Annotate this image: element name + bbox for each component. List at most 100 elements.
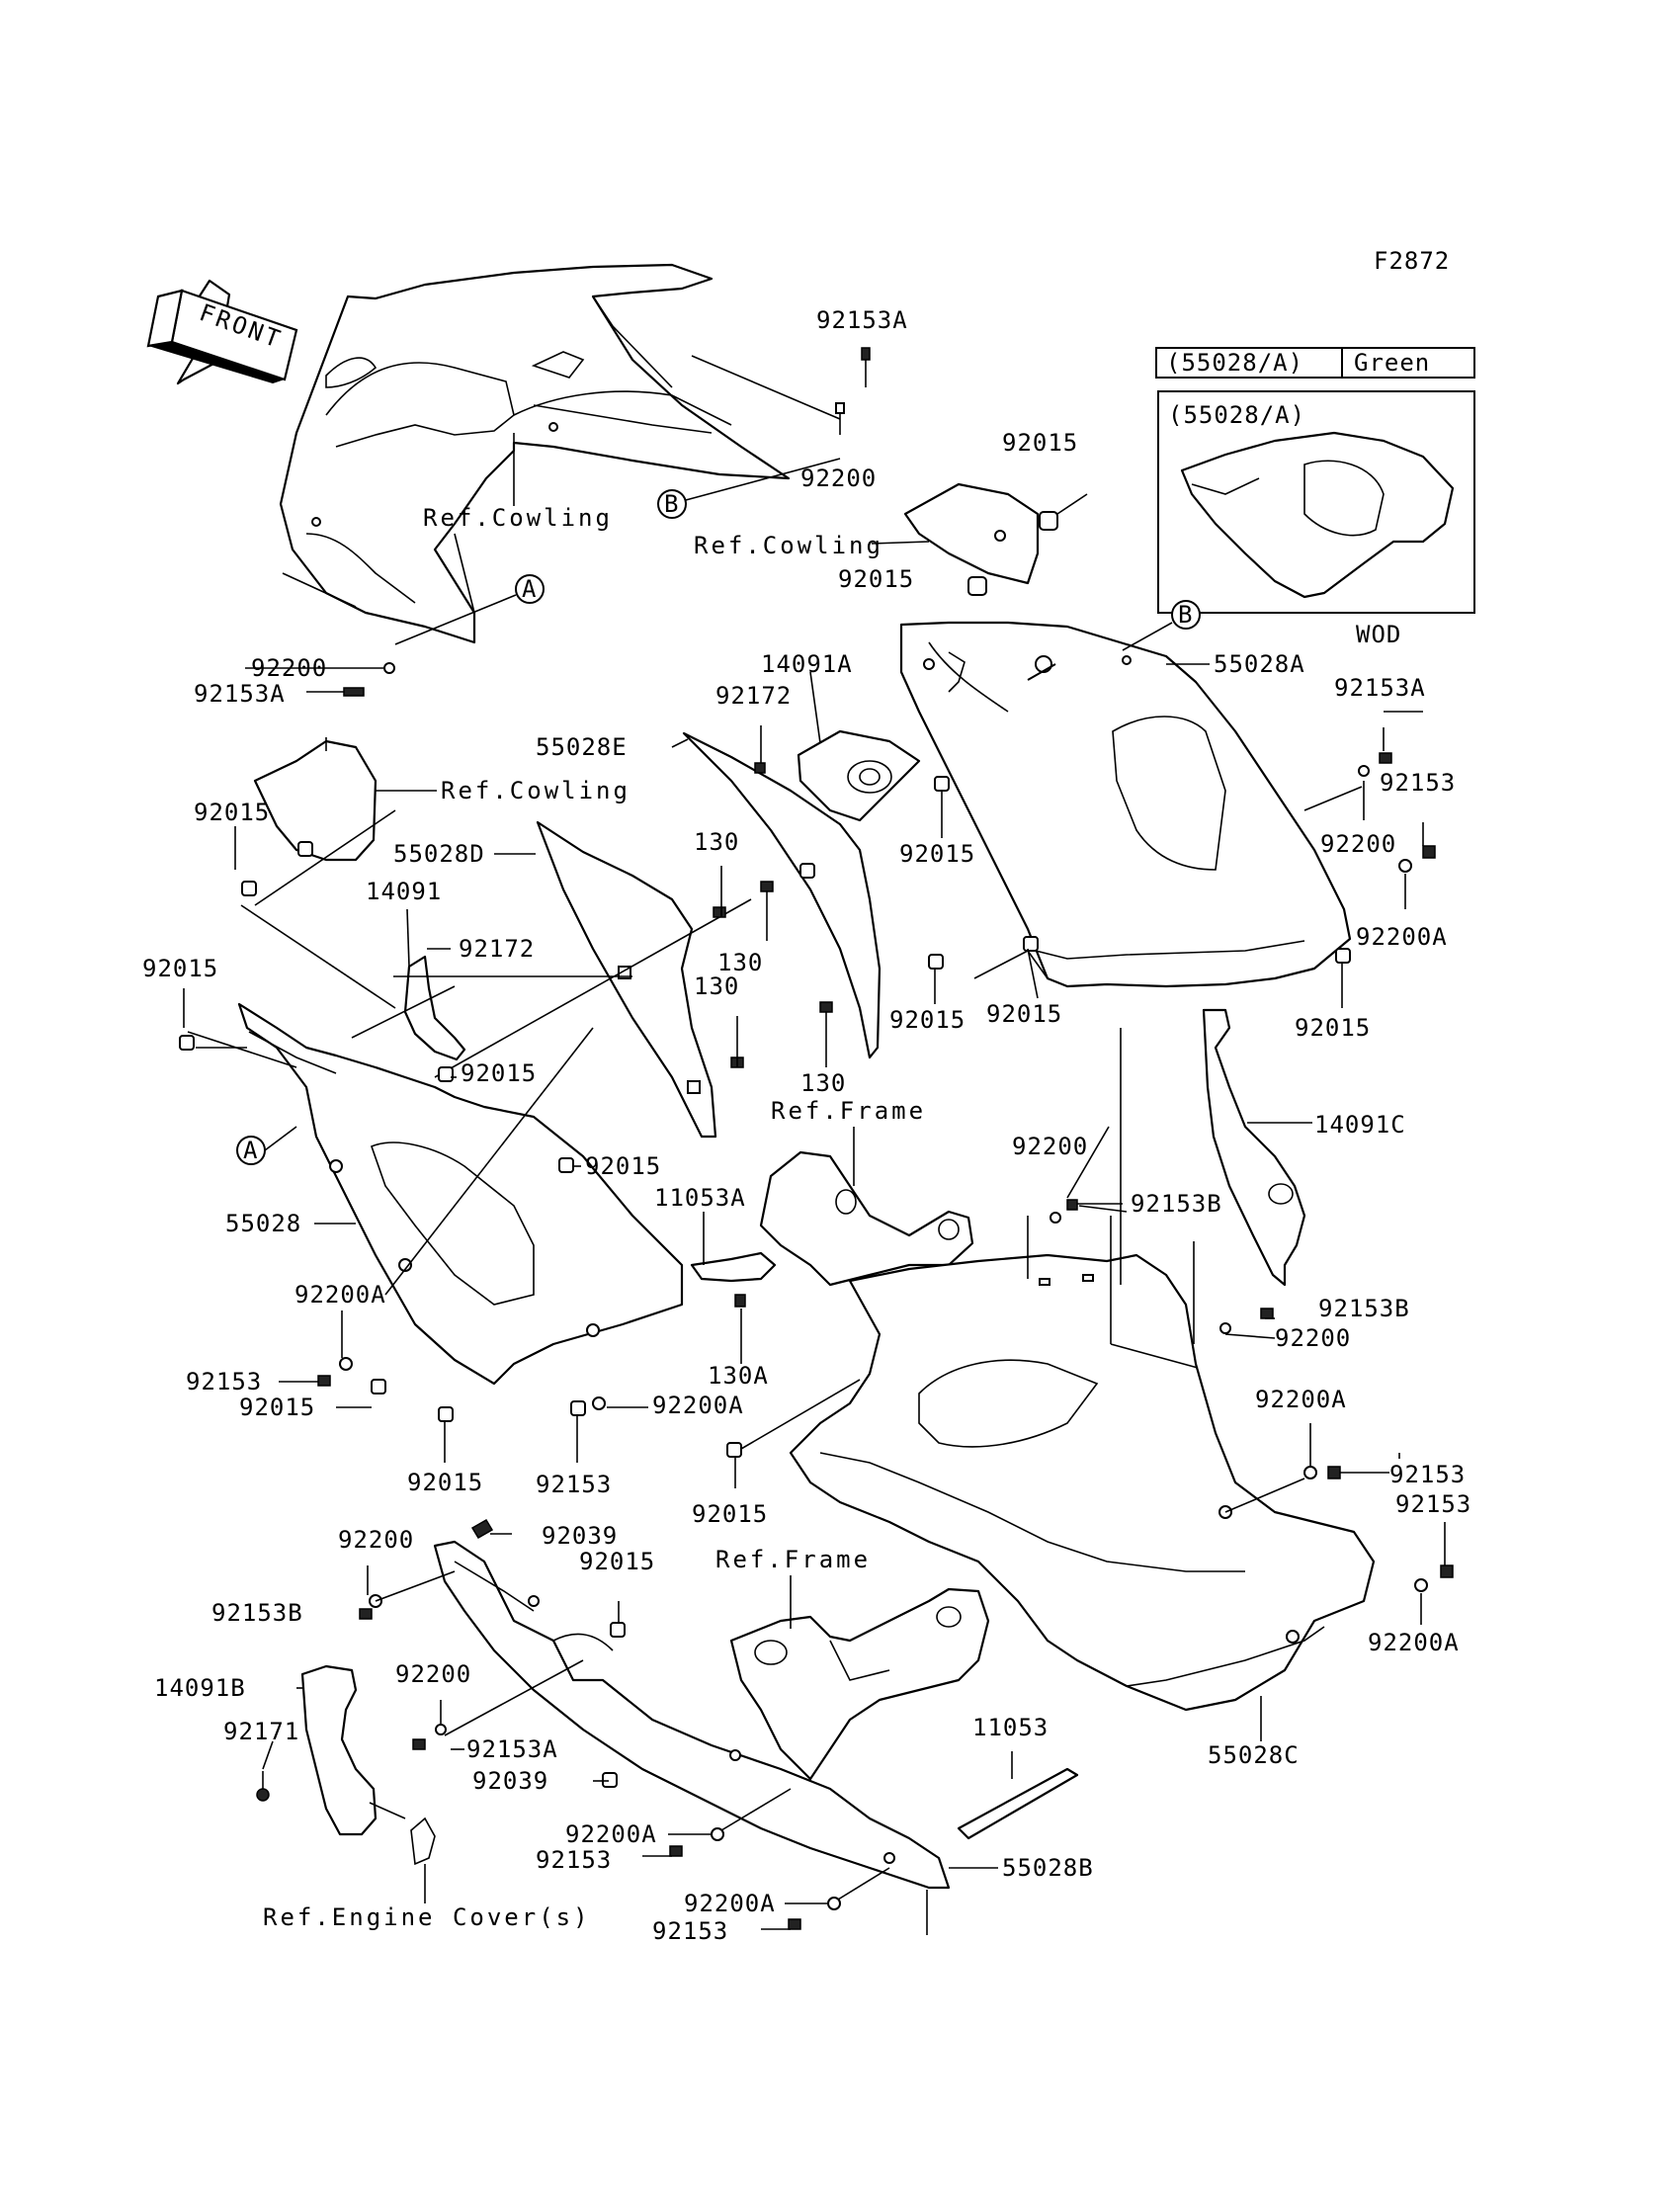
marker-b-right (1171, 600, 1201, 630)
label-92015-left: 92015 (142, 955, 218, 982)
label-92015-left5: 92015 (407, 1469, 483, 1496)
label-92200-lower-left: 92200 (338, 1526, 414, 1554)
panel-55028 (237, 1002, 684, 1386)
panel-55028d (536, 820, 717, 1139)
label-92200a-lower: 92200A (565, 1820, 657, 1848)
bracket-11053a (690, 1251, 777, 1283)
legend-part-ref: (55028/A) (1166, 349, 1303, 377)
label-92153-mid: 92153 (536, 1471, 612, 1498)
label-92153b-lower-left: 92153B (211, 1599, 303, 1627)
label-11053: 11053 (972, 1714, 1049, 1741)
label-92200a-right2: 92200A (1255, 1386, 1347, 1413)
label-92015-top2: 92015 (838, 565, 914, 593)
label-92172-top: 92172 (715, 682, 792, 710)
label-130-d: 130 (800, 1069, 846, 1097)
label-92200a-left: 92200A (294, 1281, 386, 1309)
label-92200-right2: 92200 (1275, 1324, 1351, 1352)
legend-color-name: Green (1354, 349, 1430, 377)
label-14091b: 14091B (154, 1674, 246, 1702)
label-92200-right: 92200 (1320, 830, 1396, 858)
label-92153-bottom: 92153 (652, 1917, 728, 1945)
label-92153a-lower: 92153A (466, 1735, 558, 1763)
inner-panel-55028e (682, 731, 882, 1059)
label-14091c: 14091C (1314, 1111, 1406, 1139)
label-130-b: 130 (717, 949, 763, 976)
marker-b-right-label: B (1178, 601, 1193, 629)
upper-cowling (279, 263, 791, 644)
label-92015-lower: 92015 (692, 1500, 768, 1528)
label-92200a-mid: 92200A (652, 1392, 744, 1419)
label-92015-mid: 92015 (899, 840, 975, 868)
label-92153b-mid: 92153B (1131, 1190, 1222, 1218)
label-55028d: 55028D (393, 840, 485, 868)
label-92015-mid3: 92015 (986, 1000, 1062, 1028)
label-92015-left3: 92015 (585, 1152, 661, 1180)
ref-cowling-lower: Ref.Cowling (441, 777, 630, 804)
label-92200-lower-mid: 92200 (395, 1660, 471, 1688)
label-92153a-left: 92153A (194, 680, 286, 708)
label-92015-left-top: 92015 (194, 799, 270, 826)
label-130a: 130A (708, 1362, 769, 1390)
ref-frame-upper: Ref.Frame (771, 1097, 926, 1125)
marker-a-upper-label: A (522, 575, 537, 603)
marker-a-upper (515, 574, 545, 604)
label-130-c: 130 (694, 972, 739, 1000)
label-55028a: 55028A (1214, 650, 1305, 678)
label-55028b: 55028B (1002, 1854, 1094, 1882)
label-92015-right: 92015 (1295, 1014, 1371, 1042)
label-92172-left: 92172 (459, 935, 535, 963)
bracket-14091b (300, 1664, 436, 1866)
label-92153-right3: 92153 (1395, 1490, 1471, 1518)
ref-engine-cover: Ref.Engine Cover(s) (263, 1903, 591, 1931)
label-55028: 55028 (225, 1210, 301, 1237)
label-92015-top: 92015 (1002, 429, 1078, 457)
label-92153b-right: 92153B (1318, 1295, 1410, 1322)
label-92200a-bottom: 92200A (684, 1890, 776, 1917)
label-130-a: 130 (694, 828, 739, 856)
label-14091a: 14091A (761, 650, 853, 678)
inset-part-ref: (55028/A) (1168, 401, 1305, 429)
label-92200-mid: 92200 (1012, 1133, 1088, 1160)
cowling-lower-left-ref (253, 737, 378, 862)
label-11053a: 11053A (654, 1184, 746, 1212)
undercowl-55028b (433, 1540, 951, 1890)
label-92039-top: 92039 (542, 1522, 618, 1550)
ref-cowling-middle: Ref.Cowling (694, 532, 883, 559)
label-92200-top: 92200 (800, 465, 877, 492)
label-55028e: 55028E (536, 733, 628, 761)
label-92015-left2: 92015 (461, 1059, 537, 1087)
strip-11053 (957, 1767, 1079, 1840)
frame-middle-ref (759, 1150, 974, 1287)
label-92015-lower-left: 92015 (579, 1548, 655, 1575)
marker-b-upper (657, 489, 687, 519)
label-92153a-top: 92153A (816, 306, 908, 334)
label-92153-right: 92153 (1380, 769, 1456, 797)
label-92153-lower: 92153 (536, 1846, 612, 1874)
ref-cowling-upper: Ref.Cowling (423, 504, 613, 532)
label-92153a-right: 92153A (1334, 674, 1426, 702)
label-92153-right2: 92153 (1389, 1461, 1466, 1488)
label-55028c: 55028C (1208, 1741, 1300, 1769)
marker-b-upper-label: B (664, 490, 679, 518)
side-panel-55028a (899, 621, 1352, 988)
color-legend: (55028/A) Green (1155, 347, 1475, 379)
inset-caption: WOD (1356, 621, 1401, 648)
label-92015-mid2: 92015 (889, 1006, 966, 1034)
bracket-14091 (403, 955, 466, 1061)
label-92153-left: 92153 (186, 1368, 262, 1395)
label-92200a-right3: 92200A (1368, 1629, 1460, 1656)
lower-panel-55028c (789, 1253, 1376, 1712)
variant-inset: (55028/A) WOD (1157, 390, 1475, 648)
label-92039-lower: 92039 (472, 1767, 548, 1795)
bracket-14091c (1202, 1008, 1306, 1287)
label-14091: 14091 (366, 878, 442, 905)
ref-frame-lower: Ref.Frame (715, 1546, 871, 1573)
front-arrow-icon: FRONT (146, 279, 298, 385)
cowling-middle-ref (903, 482, 1040, 585)
label-92171: 92171 (223, 1718, 299, 1745)
marker-a-lower-label: A (243, 1137, 258, 1164)
frame-lower-ref (729, 1587, 990, 1781)
label-92200a-right: 92200A (1356, 923, 1448, 951)
label-92015-left4: 92015 (239, 1394, 315, 1421)
